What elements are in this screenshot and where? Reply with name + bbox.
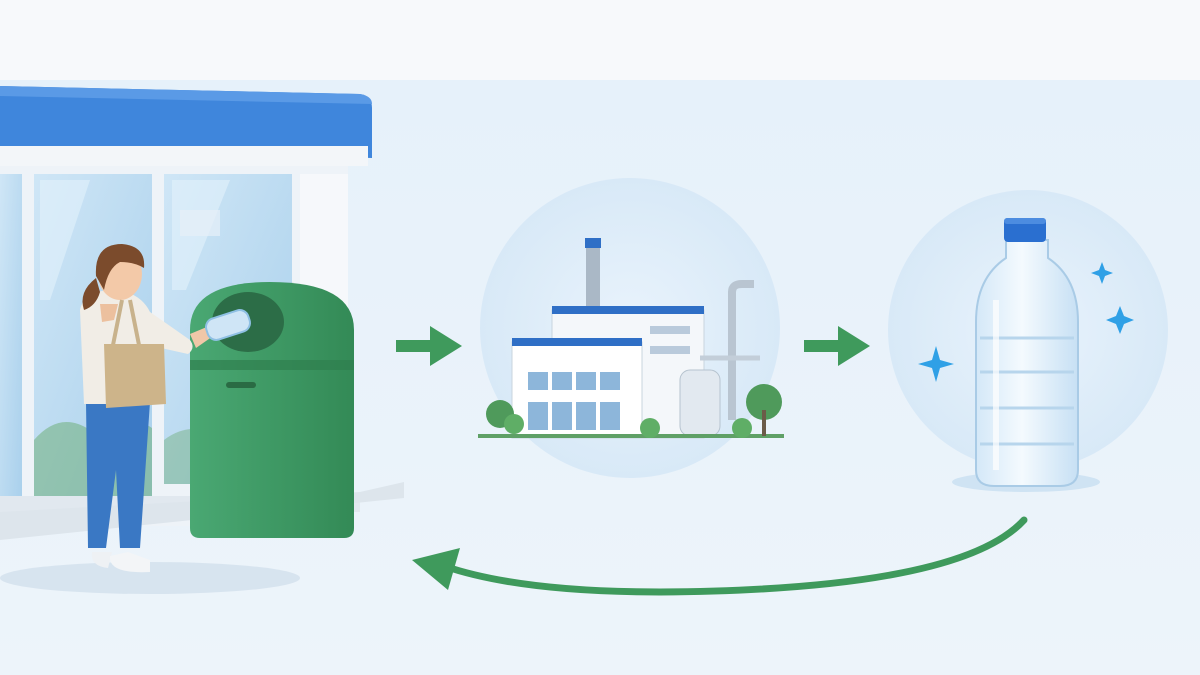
ground-shadow: [0, 562, 300, 594]
recycling-bin-icon: [190, 282, 354, 538]
held-bottle: [205, 309, 251, 341]
person-icon: [80, 244, 251, 573]
factory-icon: [478, 178, 784, 478]
bottle-icon: [888, 190, 1168, 492]
store-window-1: [0, 174, 22, 504]
sparkle-icon: [918, 262, 1134, 382]
arrow-right-icon: [804, 326, 870, 366]
arrow-right-icon: [396, 326, 462, 366]
curved-return-arrow: [412, 516, 1028, 596]
top-band: [0, 0, 1200, 80]
